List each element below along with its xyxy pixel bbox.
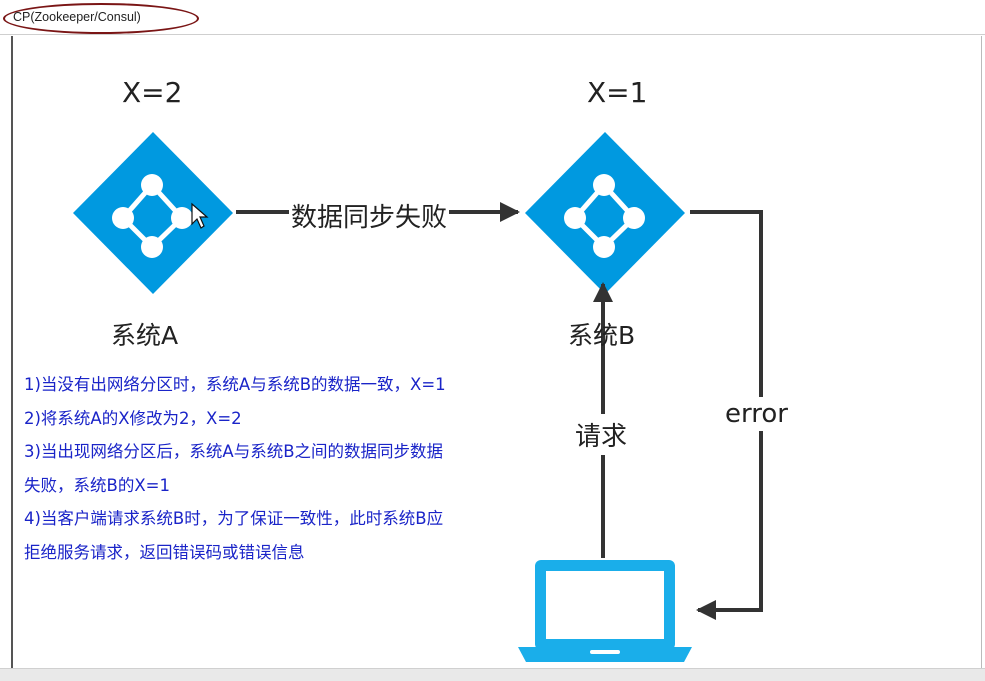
title-highlight-ellipse (3, 3, 199, 34)
system-b-value-label: X=1 (587, 76, 648, 109)
request-label: 请求 (575, 414, 628, 455)
note-line: 失败，系统B的X=1 (24, 475, 170, 495)
note-line: 拒绝服务请求，返回错误码或错误信息 (24, 542, 305, 562)
note-line: 4)当客户端请求系统B时，为了保证一致性，此时系统B应 (24, 509, 444, 528)
system-a-name: 系统A (111, 321, 179, 350)
sync-failure-label: 数据同步失败 (289, 197, 450, 234)
mouse-pointer-icon (191, 202, 209, 229)
note-line: 2)将系统A的X修改为2，X=2 (24, 408, 242, 428)
content-frame-right-border (981, 36, 982, 668)
system-a-value-label: X=2 (122, 76, 183, 109)
error-label: error (725, 397, 788, 431)
note-line: 1)当没有出网络分区时，系统A与系统B的数据一致，X=1 (24, 375, 446, 394)
horizontal-scrollbar[interactable] (0, 668, 985, 681)
window-title-bar: CP(Zookeeper/Consul) (0, 0, 985, 35)
system-b-node-icon (525, 132, 685, 294)
system-a-node-icon (73, 132, 233, 294)
client-laptop-icon (518, 560, 692, 662)
system-b-name: 系统B (568, 321, 636, 350)
explanation-notes: 1)当没有出网络分区时，系统A与系统B的数据一致，X=1 2)将系统A的X修改为… (24, 368, 534, 569)
content-frame-left-border (11, 36, 13, 668)
note-line: 3)当出现网络分区后，系统A与系统B之间的数据同步数据 (24, 442, 444, 461)
